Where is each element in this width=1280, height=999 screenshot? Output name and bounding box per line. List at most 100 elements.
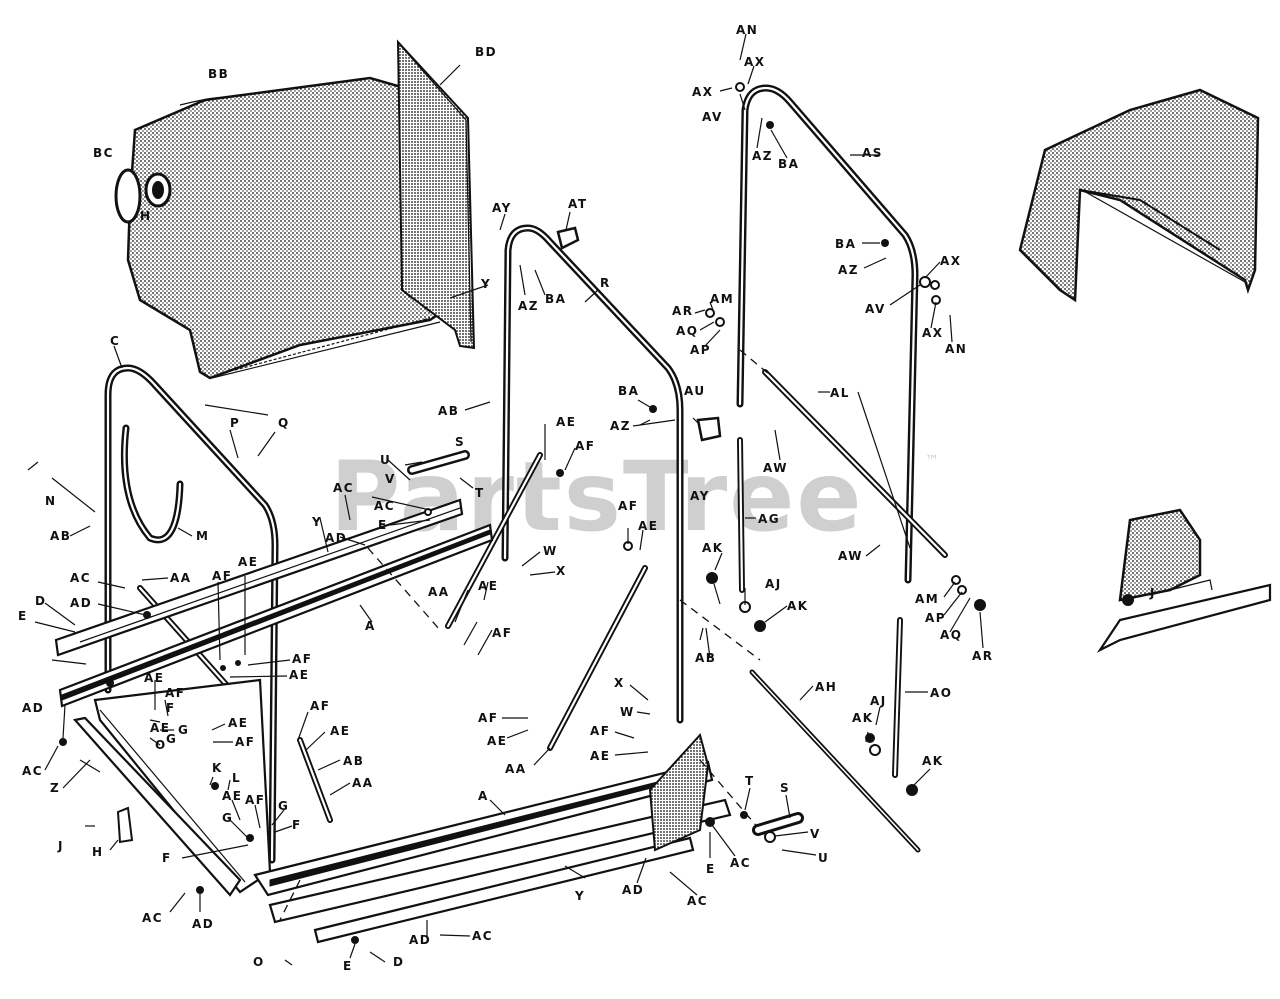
label-ax-right2: AX: [922, 326, 944, 340]
label-ap-upper: AP: [690, 343, 711, 357]
left-frame-c: [104, 364, 279, 864]
watermark-text: PartsTree: [330, 441, 863, 553]
label-z: Z: [50, 781, 60, 795]
label-aw-lower: AW: [838, 549, 863, 563]
label-y-bag: Y: [480, 277, 491, 291]
label-ad-left1: AD: [70, 596, 92, 610]
label-af-mid1: AF: [575, 439, 595, 453]
label-ap-lower: AP: [925, 611, 946, 625]
label-g-base2: G: [166, 732, 177, 746]
stipple-patch-lower: [648, 732, 710, 852]
label-ae-mid5: AE: [590, 749, 610, 763]
label-ad-lower1: AD: [622, 883, 644, 897]
label-aa-mid: AA: [428, 585, 450, 599]
label-aw-upper: AW: [763, 461, 788, 475]
rail-y-lower: [268, 798, 732, 924]
label-ae-mid2: AE: [638, 519, 658, 533]
label-ac-lower2: AC: [687, 894, 708, 908]
bag-frame-bd: [396, 39, 476, 350]
label-ah: AH: [815, 680, 837, 694]
label-ae-left1: AE: [238, 555, 258, 569]
label-ar-lower: AR: [972, 649, 994, 663]
dash-5: [739, 349, 771, 376]
label-af-base2: AF: [235, 735, 255, 749]
bracket-au: [696, 416, 722, 442]
label-m: M: [196, 529, 209, 543]
label-bd: BD: [475, 45, 497, 59]
label-e-upper: E: [378, 518, 388, 532]
label-af-mid2: AF: [618, 499, 638, 513]
label-ae-mid4: AE: [487, 734, 507, 748]
label-af-mid3: AF: [492, 626, 512, 640]
label-k: K: [212, 761, 223, 775]
base-pan: [93, 678, 272, 894]
label-e-lower2: E: [343, 959, 353, 973]
label-af-base-arrow: F: [166, 701, 176, 715]
label-af-base4: AF: [245, 793, 265, 807]
dash-3: [699, 759, 761, 831]
hardware-nuts: [59, 82, 986, 944]
label-ab-base: AB: [343, 754, 364, 768]
label-ax-right1: AX: [940, 254, 962, 268]
label-j-lower: J: [57, 839, 64, 853]
label-af-base3: AF: [310, 699, 330, 713]
label-w-upper: W: [543, 544, 558, 558]
label-s-upper: S: [455, 435, 465, 449]
rail-a-upper: [58, 523, 494, 708]
label-r: R: [600, 276, 611, 290]
label-az-right1: AZ: [752, 149, 773, 163]
label-h-lower: H: [92, 845, 104, 859]
label-ae-mid1: AE: [556, 415, 576, 429]
label-n: N: [45, 494, 57, 508]
label-t-lower: T: [745, 774, 755, 788]
label-az-mid2: AZ: [610, 419, 631, 433]
label-t-upper: T: [475, 486, 485, 500]
label-af-mid5: AF: [590, 724, 610, 738]
label-av-upper: AV: [702, 110, 723, 124]
label-ak-lower2: AK: [922, 754, 944, 768]
right-frame-as: [736, 84, 919, 584]
label-g-base4: G: [222, 811, 233, 825]
rail-y-upper: [54, 498, 464, 657]
bracket-at: [556, 226, 580, 250]
label-at: AT: [568, 197, 588, 211]
label-d-lower: D: [393, 955, 404, 969]
label-aa-left: AA: [170, 571, 192, 585]
label-ad-left2: AD: [22, 701, 44, 715]
inset-clip-detail: [1096, 508, 1272, 653]
brace-aa-right: [547, 565, 648, 751]
label-ar-upper: AR: [672, 304, 694, 318]
label-a-lower: A: [478, 789, 489, 803]
label-ae-mid3: AE: [478, 579, 498, 593]
label-ag: AG: [758, 512, 780, 526]
clip-h: [116, 806, 134, 844]
label-ak-lower1: AK: [852, 711, 874, 725]
rod-ag: [737, 437, 745, 593]
label-v-lower: V: [810, 827, 821, 841]
label-v-upper: V: [385, 472, 396, 486]
handle-m: [120, 424, 184, 544]
label-x-lower: X: [614, 676, 625, 690]
label-aa-right: AA: [505, 762, 527, 776]
label-f-lower: F: [162, 851, 172, 865]
label-g-base1: G: [178, 723, 189, 737]
label-l: L: [232, 771, 241, 785]
label-p: P: [230, 416, 240, 430]
brace-al: [762, 369, 948, 558]
label-e-lower1: E: [706, 862, 716, 876]
label-aa-base: AA: [352, 776, 374, 790]
middle-frame-r: [501, 224, 684, 724]
label-an-upper: AN: [736, 23, 758, 37]
part-labels: BD BB BC H Y C P Q N AB M AC AA D AD E A…: [18, 23, 1154, 973]
label-g-base3: G: [278, 799, 289, 813]
label-ac-lower3: AC: [472, 929, 493, 943]
label-ae-base5: AE: [222, 789, 242, 803]
label-ay-mid: AY: [690, 489, 710, 503]
label-ac-lower1: AC: [730, 856, 751, 870]
label-af-mid4: AF: [478, 711, 498, 725]
label-o-lower: O: [253, 955, 265, 969]
label-av-right: AV: [865, 302, 886, 316]
label-a-upper: A: [365, 619, 376, 633]
label-ae-base1: AE: [144, 671, 164, 685]
label-ak-mid: AK: [787, 599, 809, 613]
